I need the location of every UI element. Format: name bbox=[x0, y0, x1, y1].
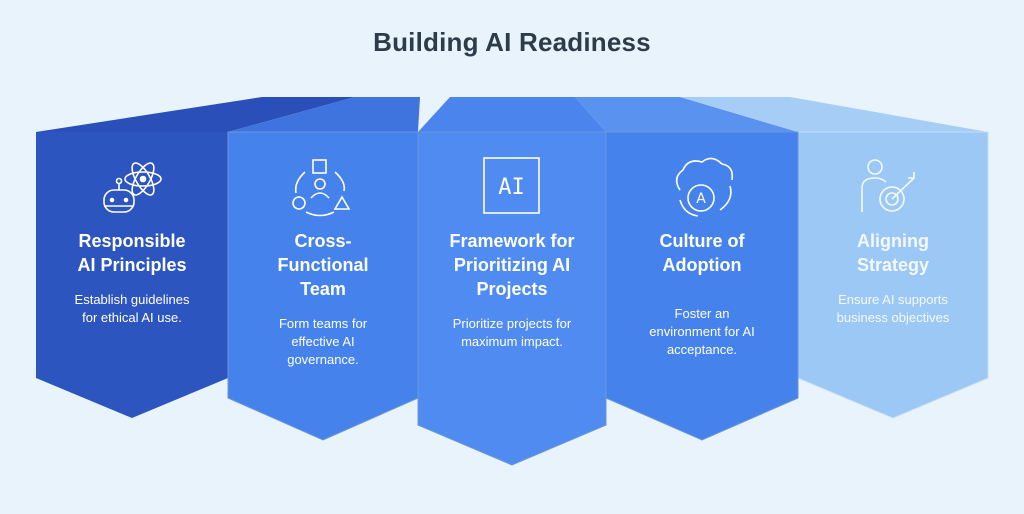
card-description: Ensure AI supports business objectives bbox=[806, 291, 980, 327]
card-title-line: Cross- bbox=[294, 231, 352, 251]
card-description: Prioritize projects for maximum impact. bbox=[424, 315, 600, 351]
card-title-line: AI Principles bbox=[77, 255, 187, 275]
banner-top-2 bbox=[228, 97, 420, 132]
card-desc-line: Prioritize projects for bbox=[452, 316, 572, 331]
card-description: Form teams for effective AI governance. bbox=[238, 315, 408, 369]
card-desc-line: Form teams for bbox=[278, 316, 368, 331]
card-desc-line: maximum impact. bbox=[461, 334, 563, 349]
card-title-line: Projects bbox=[476, 279, 548, 299]
card-framework-prioritizing: Framework for Prioritizing AI Projects P… bbox=[424, 229, 600, 351]
ai-box-icon: AI bbox=[483, 157, 540, 214]
cloud-cycle-icon: A bbox=[675, 157, 734, 217]
card-title: Responsible AI Principles bbox=[46, 229, 218, 277]
card-shape-2 bbox=[227, 131, 419, 441]
card-culture-adoption: Culture of Adoption Foster an environmen… bbox=[616, 229, 788, 359]
banner-top-3 bbox=[418, 97, 606, 132]
card-title-line: Team bbox=[300, 279, 346, 299]
cloud-cycle-text: A bbox=[696, 191, 706, 207]
card-shape-1 bbox=[36, 132, 228, 418]
card-title: Framework for Prioritizing AI Projects bbox=[424, 229, 600, 301]
card-description: Establish guidelines for ethical AI use. bbox=[46, 291, 218, 327]
card-responsible-ai: Responsible AI Principles Establish guid… bbox=[46, 229, 218, 327]
card-aligning-strategy: Aligning Strategy Ensure AI supports bus… bbox=[806, 229, 980, 327]
card-desc-line: governance. bbox=[287, 352, 359, 367]
card-title-line: Strategy bbox=[856, 255, 930, 275]
card-desc-line: Establish guidelines bbox=[74, 292, 190, 307]
page-title: Building AI Readiness bbox=[373, 27, 651, 57]
banner-top-5 bbox=[680, 97, 988, 132]
card-desc-line: acceptance. bbox=[666, 342, 738, 357]
card-title: Aligning Strategy bbox=[806, 229, 980, 277]
card-title-line: Functional bbox=[277, 255, 369, 275]
person-target-icon bbox=[861, 159, 915, 212]
card-title-line: Aligning bbox=[857, 231, 929, 251]
card-desc-line: Ensure AI supports bbox=[838, 292, 948, 307]
card-title-line: Responsible bbox=[78, 231, 186, 251]
card-title: Culture of Adoption bbox=[616, 229, 788, 277]
team-shapes-icon bbox=[292, 159, 351, 217]
card-desc-line: Foster an bbox=[674, 306, 730, 321]
card-desc-line: environment for AI bbox=[649, 324, 755, 339]
banner-top-1 bbox=[36, 97, 355, 132]
card-desc-line: for ethical AI use. bbox=[82, 310, 182, 325]
card-shape-3 bbox=[417, 131, 607, 466]
card-description: Foster an environment for AI acceptance. bbox=[616, 305, 788, 359]
card-title-line: Framework for bbox=[449, 231, 575, 251]
card-title-line: Adoption bbox=[662, 255, 742, 275]
card-title: Cross- Functional Team bbox=[238, 229, 408, 301]
card-title-line: Prioritizing AI bbox=[453, 255, 571, 275]
banner-top-4 bbox=[575, 97, 798, 132]
ai-box-text: AI bbox=[498, 175, 525, 200]
card-title-line: Culture of bbox=[659, 231, 745, 251]
card-cross-functional-team: Cross- Functional Team Form teams for ef… bbox=[238, 229, 408, 369]
card-desc-line: effective AI bbox=[291, 334, 355, 349]
card-desc-line: business objectives bbox=[836, 310, 950, 325]
robot-atom-icon bbox=[103, 162, 162, 213]
